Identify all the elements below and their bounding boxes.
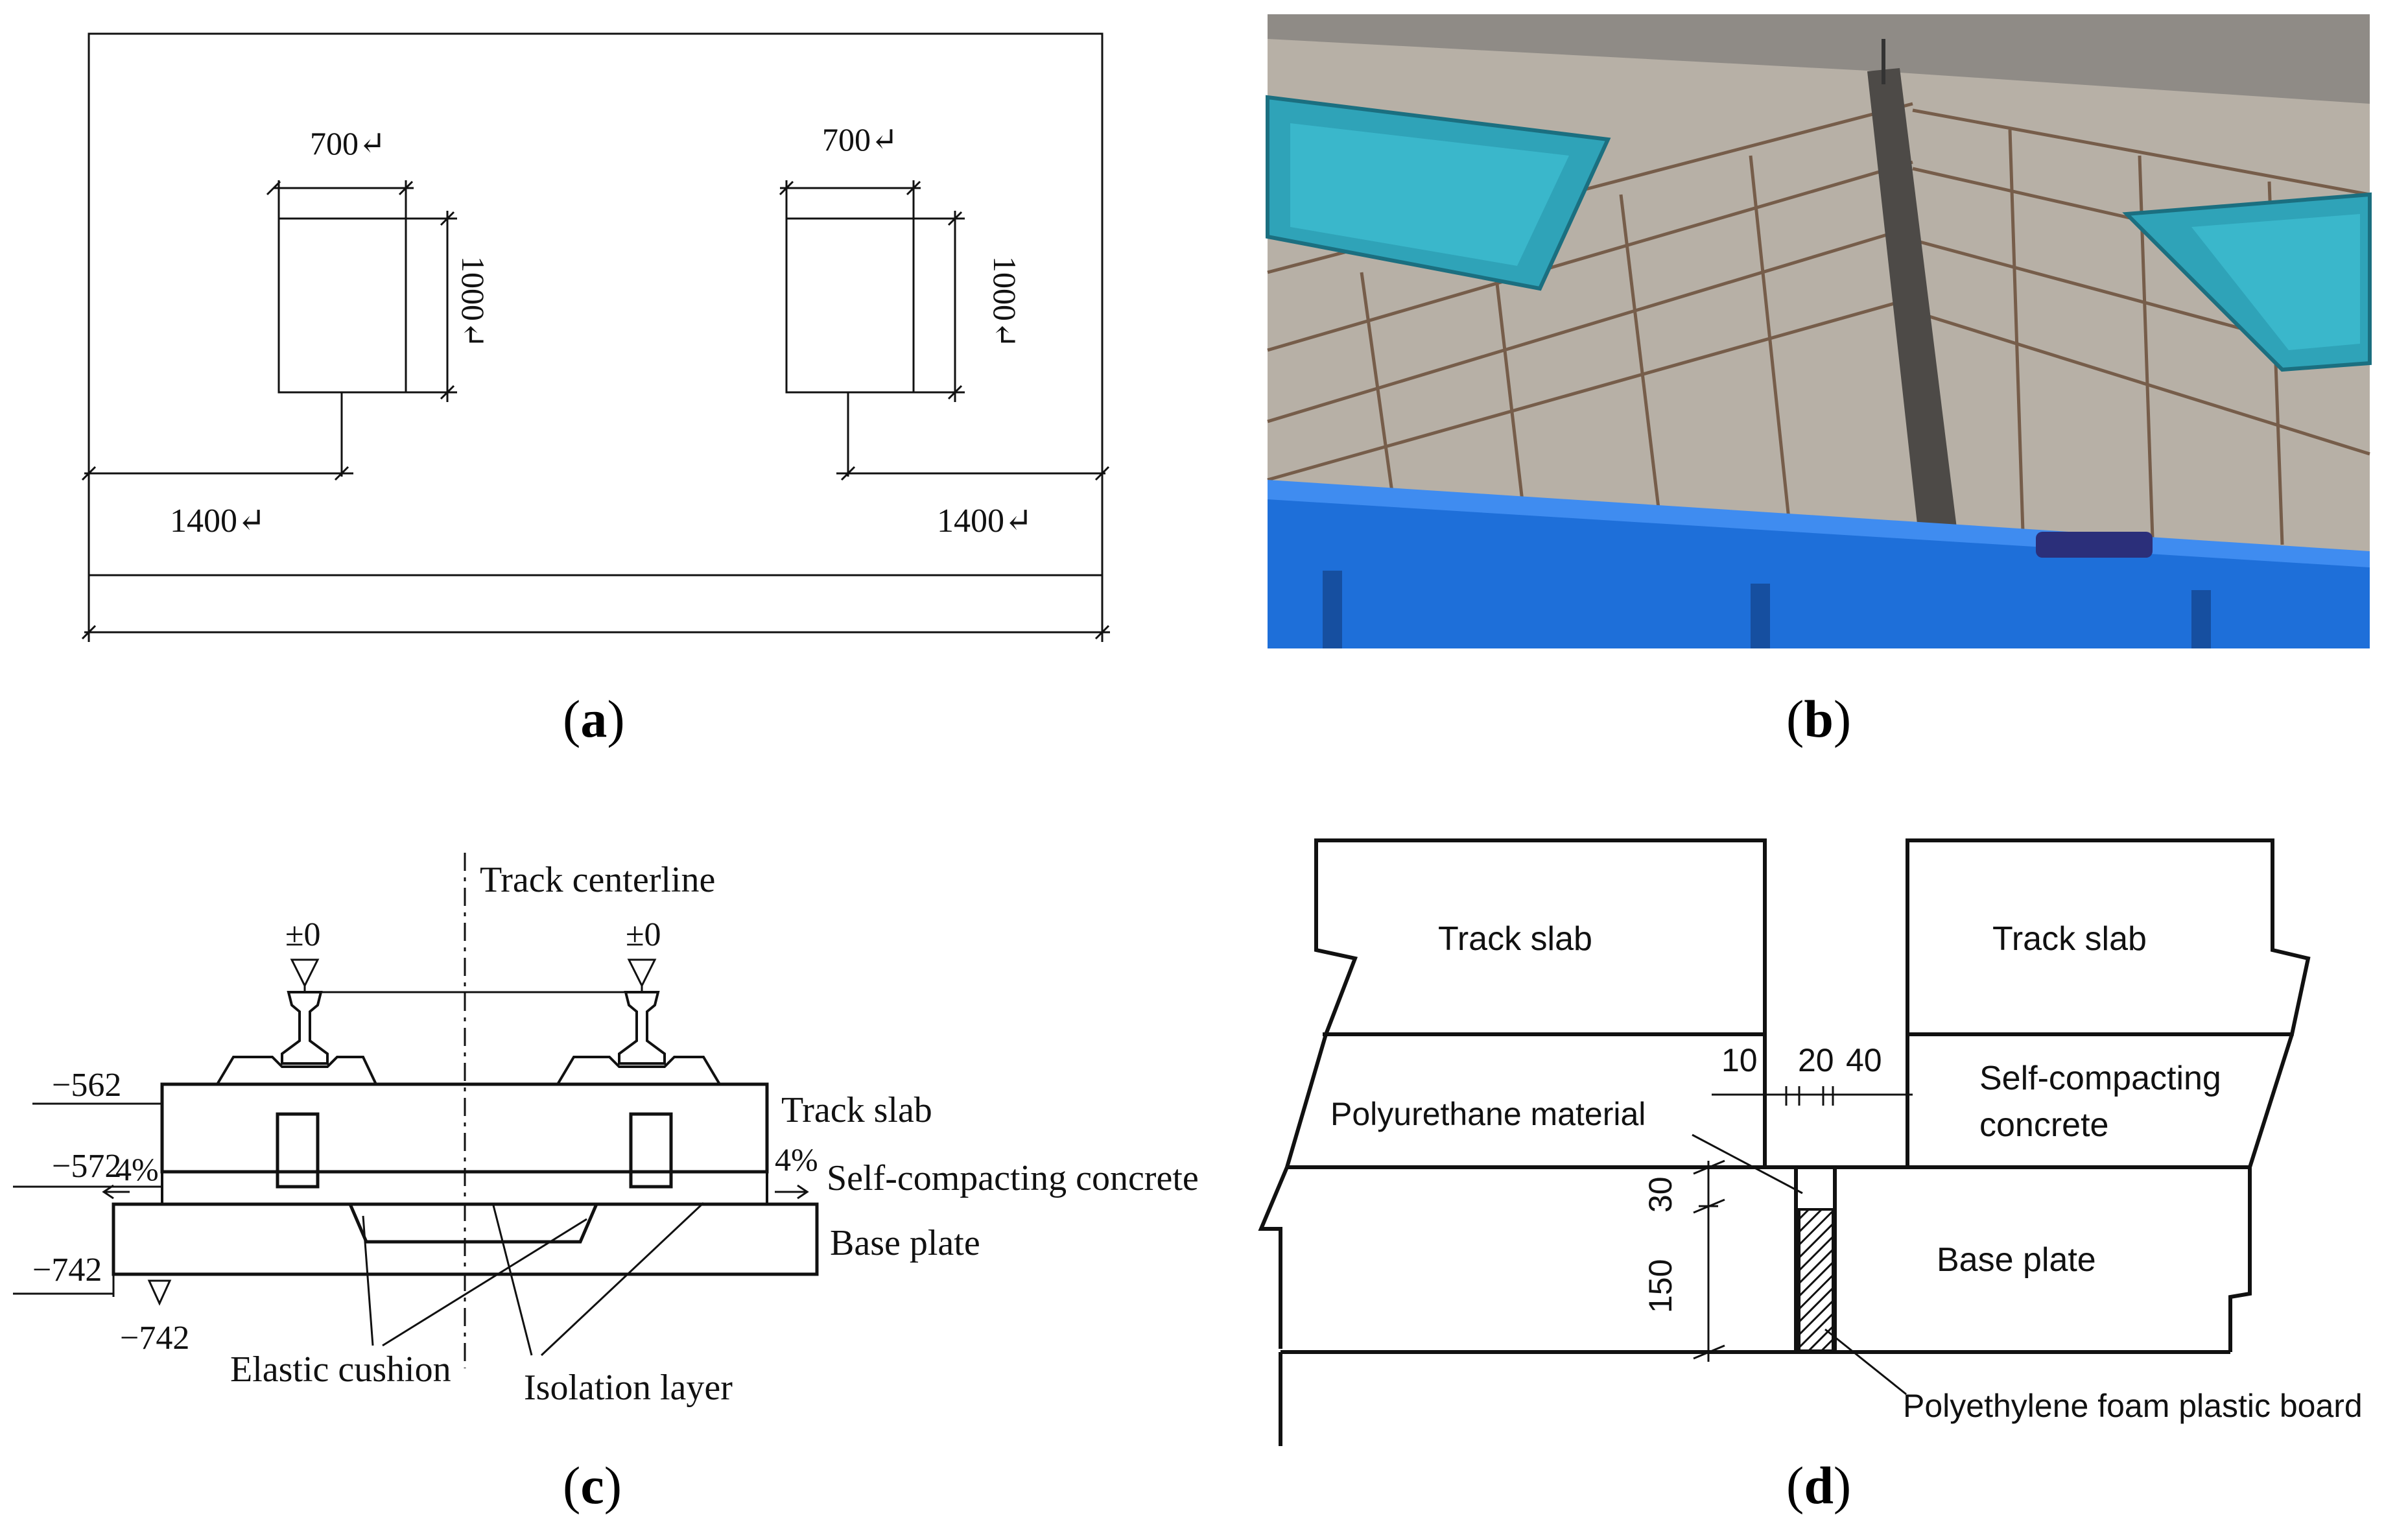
panel-a: 700↵ 700↵ 1000↵ 1000↵ 1400↵ 1400↵	[81, 32, 1110, 642]
left-offset-label: 1400↵	[170, 503, 266, 540]
level-562: −562	[52, 1067, 121, 1104]
foam-board	[1798, 1208, 1834, 1352]
slope-right: 4%	[775, 1141, 818, 1178]
dim-30: 30	[1642, 1176, 1679, 1213]
right-rail-level: ±0	[626, 916, 661, 953]
panel-c: Track centerline ±0 ±0 −562 −572 −742 −7…	[13, 853, 1199, 1408]
base-plate-label: Base plate	[830, 1223, 980, 1263]
polyurethane-label: Polyurethane material	[1330, 1096, 1646, 1132]
left-width-label: 700↵	[310, 125, 386, 161]
caption-a: (a)	[563, 689, 625, 748]
dim-20: 20	[1798, 1042, 1834, 1078]
elastic-cushion-label: Elastic cushion	[230, 1349, 451, 1390]
foam-board-label: Polyethylene foam plastic board	[1903, 1388, 2363, 1424]
left-track-slab-label: Track slab	[1438, 920, 1592, 958]
blue-mould-frame	[1268, 493, 2370, 648]
centerline-label: Track centerline	[480, 860, 715, 900]
left-rail	[281, 991, 329, 1065]
right-rail	[618, 991, 666, 1065]
track-slab-label: Track slab	[781, 1090, 932, 1130]
isolation-layer-label: Isolation layer	[524, 1368, 733, 1408]
left-height-label: 1000↵	[455, 256, 491, 348]
slope-left: 4%	[115, 1151, 159, 1187]
dim-150: 150	[1642, 1259, 1679, 1313]
caption-d: (d)	[1786, 1456, 1851, 1515]
right-height-label: 1000↵	[987, 256, 1023, 348]
scc-label: Self-compacting concrete	[827, 1158, 1199, 1198]
center-joint	[1867, 68, 1958, 541]
base-plate-label-d: Base plate	[1937, 1241, 2096, 1279]
left-opening	[277, 217, 407, 394]
scc-label-line1: Self-compacting	[1979, 1060, 2221, 1097]
level-572: −572	[52, 1148, 121, 1185]
slab-outline	[88, 32, 1104, 576]
panel-b-photo	[1266, 14, 2372, 648]
base-plate	[112, 1202, 819, 1276]
level-742-left: −742	[32, 1252, 102, 1288]
right-offset-label: 1400↵	[937, 503, 1033, 540]
level-742-bottom: −742	[120, 1320, 189, 1357]
dim-40: 40	[1846, 1042, 1882, 1078]
caption-c: (c)	[563, 1456, 622, 1515]
right-width-label: 700↵	[822, 121, 898, 158]
right-opening	[785, 217, 915, 394]
dim-10: 10	[1721, 1042, 1758, 1078]
scc-label-line2: concrete	[1979, 1106, 2108, 1144]
right-track-slab-label: Track slab	[1992, 920, 2147, 958]
caption-b: (b)	[1786, 689, 1851, 748]
left-rail-level: ±0	[285, 916, 321, 953]
panel-d: Track slab Track slab Self-compacting co…	[1258, 838, 2363, 1446]
